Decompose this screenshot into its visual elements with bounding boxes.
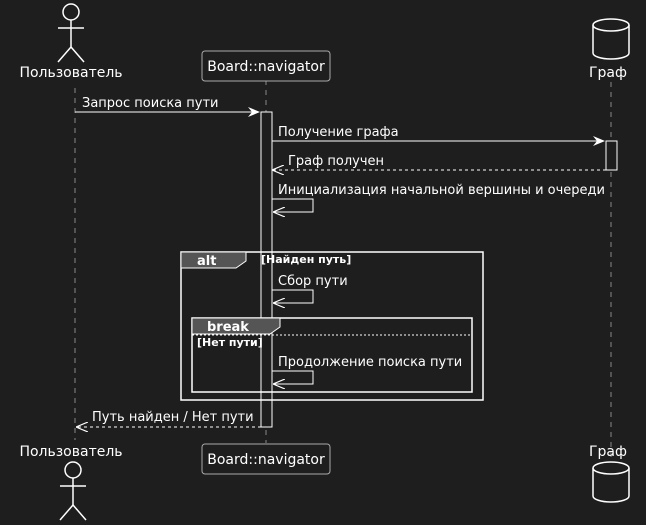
activation-graph bbox=[605, 140, 618, 171]
fragment-guard: [Найден путь] bbox=[261, 253, 351, 266]
database-icon bbox=[592, 461, 630, 503]
participant-graph-label: Граф bbox=[589, 444, 627, 460]
participant-box bbox=[201, 443, 331, 475]
participant-user-label: Пользователь bbox=[19, 65, 122, 81]
message-label: Инициализация начальной вершины и очеред… bbox=[278, 183, 605, 198]
participant-navigator-label: Board::navigator bbox=[207, 452, 325, 468]
message-label: Запрос поиска пути bbox=[82, 96, 219, 111]
participant-user-bottom: Пользователь bbox=[19, 444, 123, 521]
message-label: Путь найден / Нет пути bbox=[92, 410, 254, 425]
participant-user-top: Пользователь bbox=[19, 3, 123, 81]
database-icon bbox=[592, 18, 630, 60]
fragment-frame bbox=[180, 251, 484, 401]
participant-navigator-top: Board::navigator bbox=[201, 50, 331, 82]
fragment-frame bbox=[191, 317, 473, 393]
message-graph-received: Граф получен bbox=[273, 154, 606, 170]
fragment-keyword: alt bbox=[197, 254, 216, 269]
participant-navigator-label: Board::navigator bbox=[207, 59, 325, 75]
message-result-return: Путь найден / Нет пути bbox=[77, 410, 261, 427]
activation-navigator bbox=[260, 111, 273, 428]
fragment-tab bbox=[180, 251, 247, 269]
message-label: Сбор пути bbox=[278, 274, 348, 289]
message-init-self: Инициализация начальной вершины и очеред… bbox=[272, 183, 605, 212]
message-label: Граф получен bbox=[288, 154, 384, 169]
actor-icon bbox=[59, 461, 87, 521]
message-continue-search-self: Продолжение поиска пути bbox=[272, 355, 462, 384]
message-collect-path-self: Сбор пути bbox=[272, 274, 348, 303]
participant-user-label: Пользователь bbox=[19, 444, 122, 460]
message-label: Продолжение поиска пути bbox=[278, 355, 462, 370]
participant-graph-top: Граф bbox=[589, 18, 630, 81]
participant-graph-bottom: Граф bbox=[589, 444, 630, 503]
actor-icon bbox=[57, 3, 85, 63]
fragment-guard: [Нет пути] bbox=[197, 336, 263, 349]
message-get-graph: Получение графа bbox=[272, 125, 605, 146]
fragment-keyword: break bbox=[207, 320, 249, 335]
message-search-request: Запрос поиска пути bbox=[75, 96, 260, 117]
participant-box bbox=[201, 50, 331, 82]
message-label: Получение графа bbox=[278, 125, 399, 140]
participant-graph-label: Граф bbox=[589, 65, 627, 81]
fragment-break: break [Нет пути] bbox=[191, 317, 473, 393]
fragment-tab bbox=[191, 317, 281, 335]
fragment-alt: alt [Найден путь] bbox=[180, 251, 484, 401]
participant-navigator-bottom: Board::navigator bbox=[201, 443, 331, 475]
